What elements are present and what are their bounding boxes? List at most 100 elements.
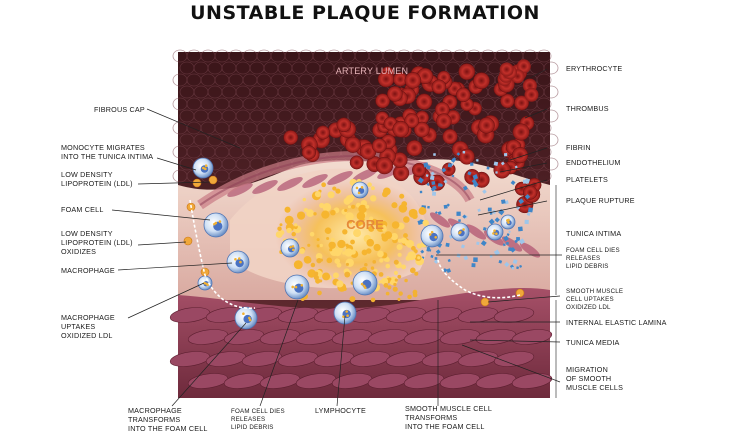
lipid-droplet — [317, 238, 320, 241]
label-endothelium: ENDOTHELIUM — [566, 158, 621, 167]
lipid-droplet — [397, 244, 403, 250]
lipid-droplet — [317, 291, 322, 296]
lipid-droplet — [419, 207, 427, 215]
erythrocyte — [436, 113, 451, 128]
lipid-droplet — [345, 244, 348, 247]
lipid-inclusion — [300, 284, 303, 287]
label-macrophage-uptakes-l1: MACROPHAGE — [61, 313, 115, 322]
label-fibrous-cap: FIBROUS CAP — [94, 105, 145, 114]
erythrocyte — [479, 117, 495, 133]
lipid-droplet — [343, 287, 347, 291]
lipid-droplet — [370, 195, 376, 201]
lipid-droplet — [297, 211, 305, 219]
lipid-droplet — [399, 204, 408, 213]
erythrocyte — [500, 62, 514, 76]
label-foam-dies-bottom-l1: FOAM CELL DIES — [231, 408, 285, 415]
platelet — [506, 242, 509, 245]
erythrocyte — [393, 121, 409, 137]
platelet — [444, 205, 448, 209]
platelet — [456, 212, 460, 216]
lipid-droplet — [313, 212, 316, 215]
label-internal-elastic-lamina: INTERNAL ELASTIC LAMINA — [566, 318, 667, 327]
platelet — [432, 192, 436, 196]
platelet — [528, 207, 533, 212]
platelet — [470, 162, 473, 165]
lipid-inclusion — [361, 283, 364, 286]
erythrocyte — [350, 156, 363, 169]
lipid-droplet — [398, 291, 402, 295]
lipid-droplet — [319, 279, 322, 282]
label-plaque-rupture: PLAQUE RUPTURE — [566, 196, 635, 205]
label-ldl-oxidizes-l3: OXIDIZES — [61, 247, 96, 256]
lipid-inclusion — [492, 232, 495, 235]
lipid-inclusion — [507, 221, 510, 224]
platelet — [433, 153, 436, 156]
platelet — [512, 267, 515, 270]
label-platelets: PLATELETS — [566, 175, 608, 184]
platelet — [463, 151, 466, 154]
lipid-droplet — [315, 191, 321, 197]
lipid-droplet — [329, 248, 332, 251]
lipid-droplet — [346, 263, 349, 266]
platelet — [494, 161, 499, 166]
erythrocyte — [524, 88, 538, 102]
erythrocyte — [416, 94, 432, 110]
label-migration-l2: OF SMOOTH — [566, 374, 611, 383]
lipid-droplet — [342, 251, 345, 254]
lipid-inclusion — [345, 310, 348, 313]
lipid-droplet — [349, 296, 355, 302]
lipid-droplet — [325, 228, 330, 233]
lipid-droplet — [303, 198, 306, 201]
lipid-droplet — [351, 205, 355, 209]
lipid-droplet — [388, 277, 391, 280]
label-monocyte-l2: INTO THE TUNICA INTIMA — [61, 152, 153, 161]
label-macro-transforms-l1: MACROPHAGE — [128, 406, 182, 415]
lipid-inclusion — [458, 232, 461, 235]
lipid-droplet — [286, 228, 291, 233]
platelet — [427, 206, 430, 209]
lipid-droplet — [403, 233, 408, 238]
lipid-inclusion — [242, 312, 245, 315]
label-ldl-l2: LIPOPROTEIN (LDL) — [61, 179, 133, 188]
lipid-droplet — [326, 237, 329, 240]
lipid-droplet — [364, 263, 368, 267]
cell-nucleus — [362, 280, 371, 289]
lipid-inclusion — [462, 228, 465, 231]
lipid-droplet — [392, 221, 400, 229]
label-foam-dies-l1: FOAM CELL DIES — [566, 247, 620, 254]
label-ldl-oxidizes-l1: LOW DENSITY — [61, 229, 113, 238]
erythrocyte — [473, 73, 489, 89]
platelet — [471, 263, 475, 267]
lipid-droplet — [371, 298, 376, 303]
platelet — [458, 219, 461, 222]
labels-bottom: MACROPHAGE TRANSFORMS INTO THE FOAM CELL… — [128, 404, 492, 433]
lipid-droplet — [397, 275, 401, 279]
lipid-droplet — [399, 194, 404, 199]
erythrocyte — [432, 80, 446, 94]
lipid-inclusion — [295, 286, 298, 289]
lipid-droplet — [398, 253, 402, 257]
lipid-droplet — [417, 243, 422, 248]
platelet — [501, 199, 506, 204]
platelet — [518, 226, 523, 231]
lipid-droplet — [328, 242, 335, 249]
label-monocyte-l1: MONOCYTE MIGRATES — [61, 143, 145, 152]
lipid-droplet — [414, 272, 418, 276]
platelet — [431, 181, 435, 185]
ldl-particle — [209, 176, 217, 184]
lipid-droplet — [335, 188, 340, 193]
lipid-droplet — [385, 264, 390, 269]
lipid-droplet — [337, 240, 345, 248]
label-lymphocyte: LYMPHOCYTE — [315, 406, 366, 415]
platelet — [473, 257, 478, 262]
lipid-droplet — [377, 251, 384, 258]
platelet — [523, 180, 527, 184]
lipid-droplet — [314, 275, 319, 280]
lipid-droplet — [334, 249, 341, 256]
lipid-droplet — [391, 202, 397, 208]
lipid-droplet — [394, 260, 399, 265]
lipid-droplet — [394, 271, 398, 275]
cell-nucleus — [235, 259, 243, 267]
lipid-droplet — [366, 239, 374, 247]
erythrocyte — [523, 185, 537, 199]
